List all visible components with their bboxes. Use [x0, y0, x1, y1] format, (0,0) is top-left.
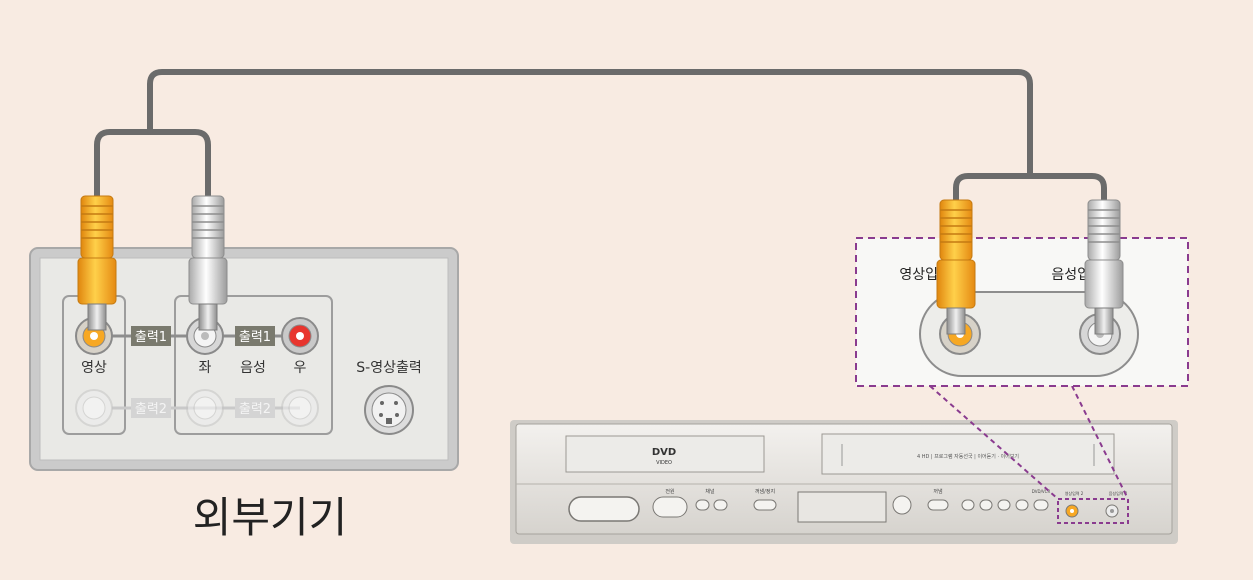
output1-tag: 출력1: [135, 330, 167, 345]
dvd-vcr-button[interactable]: [1033, 499, 1049, 511]
dvd-open-button[interactable]: [568, 496, 640, 522]
dvd-vcr-combo: DVD VIDEO 4 HD | 프로그램 자동선국 | 이어듣기 · 이어보기…: [510, 420, 1178, 544]
yellow-plug-left: [77, 195, 117, 331]
white-plug-right: [1084, 199, 1124, 335]
power-button[interactable]: [652, 496, 688, 518]
output1-audio-tag: 출력1: [239, 330, 271, 345]
jog-dial[interactable]: [892, 495, 912, 515]
stop-button[interactable]: [1015, 499, 1029, 511]
video-out-jack-2[interactable]: [75, 389, 113, 427]
audio-left-jack-2[interactable]: [186, 389, 224, 427]
vcr-eject-button[interactable]: [927, 499, 949, 511]
zoom-callout: 영상입 음성입: [855, 237, 1189, 500]
external-device-title: 외부기기: [193, 493, 348, 542]
output2-audio-tag: 출력2: [239, 402, 271, 417]
front-audio-label: 음성입력 2: [1109, 490, 1128, 496]
svideo-out-jack[interactable]: [364, 385, 414, 435]
dvd-logo-sub: VIDEO: [656, 460, 672, 466]
audio-right-jack-1[interactable]: [281, 317, 319, 355]
audio-right-jack-2[interactable]: [281, 389, 319, 427]
audio-label: 음성: [240, 360, 266, 376]
display-window: [797, 491, 887, 523]
eject2-label: 꺼냄: [933, 488, 943, 495]
front-input-highlight: [1057, 498, 1129, 524]
vcr-feature-text: 4 HD | 프로그램 자동선국 | 이어듣기 · 이어보기: [917, 453, 1019, 460]
left-label: 좌: [199, 360, 212, 376]
svideo-label: S-영상출력: [356, 360, 421, 376]
play-button[interactable]: [979, 499, 993, 511]
channel-down-button[interactable]: [695, 499, 710, 511]
dvd-vcr-label: DVD/VCR: [1032, 489, 1051, 494]
rca-cable: [94, 69, 1107, 208]
yellow-plug-right: [936, 199, 976, 335]
white-plug-left: [188, 195, 228, 331]
eject-label: 꺼냄/정지: [755, 488, 775, 495]
dvd-logo: DVD: [652, 447, 676, 458]
right-label: 우: [294, 360, 307, 376]
stop-eject-button[interactable]: [753, 499, 777, 511]
video-in-label: 영상입: [899, 267, 938, 283]
video-label: 영상: [81, 360, 107, 376]
audio-jack-group: [174, 295, 333, 435]
rewind-button[interactable]: [961, 499, 975, 511]
power-label: 전원: [665, 488, 675, 495]
output2-tag: 출력2: [135, 402, 167, 417]
channel-up-button[interactable]: [713, 499, 728, 511]
output1-tag-bg: [131, 326, 171, 346]
dvd-tray: [565, 435, 765, 473]
audio-in-label: 음성입: [1051, 267, 1090, 283]
vcr-slot: [821, 433, 1115, 475]
channel-label: 채널: [705, 488, 715, 495]
front-video-label: 영상입력 2: [1065, 490, 1084, 496]
forward-button[interactable]: [997, 499, 1011, 511]
